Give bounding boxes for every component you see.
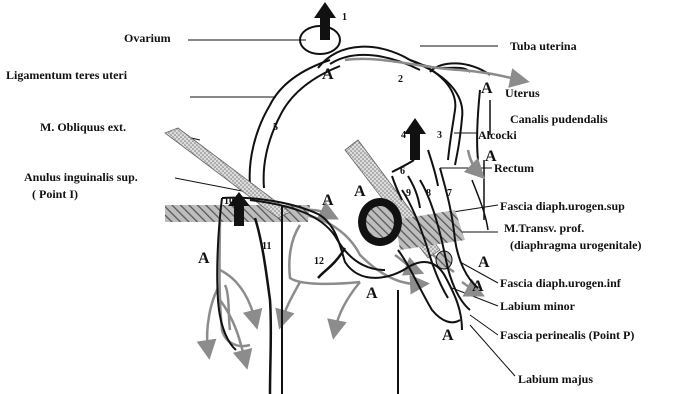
region-marker-a: A (485, 148, 497, 166)
label-transv-1: M.Transv. prof. (504, 221, 584, 235)
label-transv-2: (diaphragma urogenitale) (510, 238, 641, 252)
label-fascia-perinealis: Fascia perinealis (Point P) (500, 328, 634, 342)
path-number-3: 3 (437, 130, 442, 142)
label-tuba-uterina: Tuba uterina (510, 39, 577, 53)
label-obliquus: M. Obliquus ext. (40, 120, 126, 134)
path-number-12: 12 (314, 256, 324, 268)
region-marker-a: A (354, 183, 366, 201)
label-labium-minor: Labium minor (500, 299, 575, 313)
label-labium-majus: Labium majus (518, 372, 593, 386)
region-marker-a: A (322, 192, 334, 210)
label-anulus-1: Anulus inguinalis sup. (24, 170, 138, 184)
label-ovarium: Ovarium (124, 31, 171, 45)
path-number-1: 1 (342, 12, 347, 24)
bone-cross-section (358, 198, 402, 246)
label-lig-teres: Ligamentum teres uteri (6, 68, 127, 82)
region-marker-a: A (481, 80, 493, 98)
label-rectum: Rectum (494, 161, 534, 175)
label-canalis-2: Alcocki (478, 128, 517, 142)
region-marker-a: A (198, 250, 210, 268)
label-uterus: Uterus (505, 86, 540, 100)
label-fascia-sup: Fascia diaph.urogen.sup (500, 199, 625, 213)
region-marker-a: A (442, 327, 454, 345)
label-canalis-1: Canalis pudendalis (510, 112, 608, 126)
path-number-9: 9 (406, 188, 411, 200)
path-number-2: 2 (398, 74, 403, 86)
region-marker-a: A (478, 254, 490, 272)
label-anulus-2: ( Point I) (32, 187, 78, 201)
path-number-8: 8 (426, 188, 431, 200)
path-number-11: 11 (262, 241, 271, 253)
path-number-6: 6 (400, 166, 405, 178)
region-marker-a: A (366, 285, 378, 303)
label-fascia-inf: Fascia diaph.urogen.inf (500, 276, 621, 290)
path-number-5: 5 (273, 122, 278, 134)
path-number-10: 10 (224, 196, 234, 208)
path-number-7: 7 (447, 188, 452, 200)
region-marker-a: A (472, 278, 484, 296)
region-marker-a: A (322, 66, 334, 84)
path-number-4: 4 (401, 130, 406, 142)
